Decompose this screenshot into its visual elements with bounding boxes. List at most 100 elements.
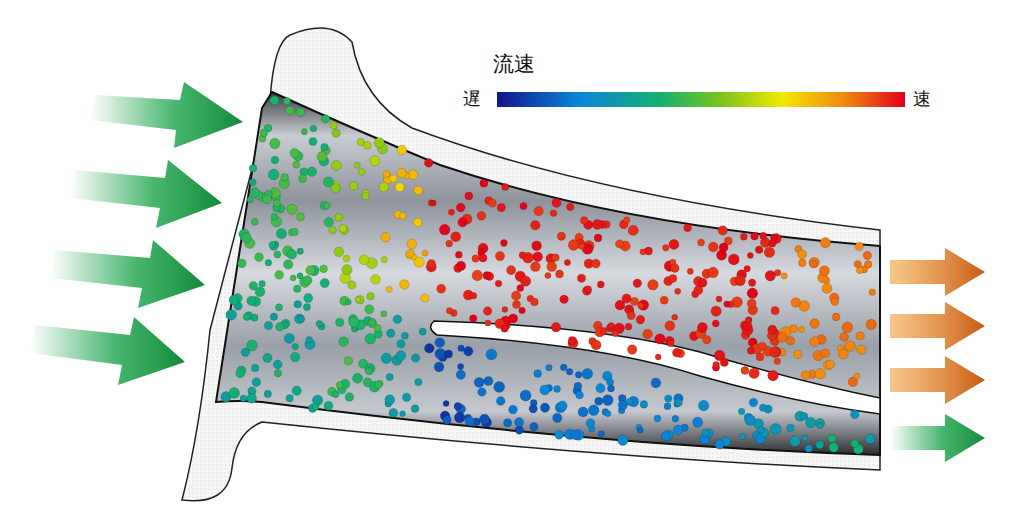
- flow-particle: [252, 378, 261, 387]
- flow-particle: [298, 316, 305, 323]
- flow-particle: [672, 314, 678, 320]
- flow-particle: [540, 403, 549, 412]
- flow-particle: [329, 226, 337, 234]
- flow-particle: [276, 229, 286, 239]
- flow-particle: [865, 434, 875, 444]
- flow-particle: [550, 210, 557, 217]
- flow-particle: [828, 434, 836, 442]
- flow-particle: [445, 350, 453, 358]
- flow-particle: [703, 335, 712, 344]
- flow-particle: [708, 242, 718, 252]
- flow-particle: [643, 329, 653, 339]
- flow-particle: [454, 402, 462, 410]
- flow-particle: [520, 276, 530, 286]
- flow-particle: [363, 378, 372, 387]
- flow-particle: [451, 232, 461, 242]
- flow-particle: [411, 354, 419, 362]
- flow-particle: [738, 408, 745, 415]
- flow-particle: [504, 419, 512, 427]
- flow-particle: [765, 271, 775, 281]
- flow-particle: [850, 410, 859, 419]
- flow-particle: [747, 288, 758, 299]
- flow-particle: [226, 309, 237, 320]
- flow-particle: [768, 325, 777, 334]
- flow-particle: [283, 98, 290, 105]
- flow-particle: [509, 405, 518, 414]
- flow-particle: [356, 296, 364, 304]
- flow-particle: [624, 217, 630, 223]
- flow-particle: [454, 412, 465, 423]
- flow-particle: [275, 304, 282, 311]
- flow-particle: [430, 200, 436, 206]
- flow-particle: [349, 317, 359, 327]
- flow-particle: [381, 311, 387, 317]
- flow-particle: [558, 401, 568, 411]
- flow-particle: [554, 385, 561, 392]
- flow-particle: [264, 322, 272, 330]
- flow-particle: [483, 272, 491, 280]
- flow-particle: [711, 306, 721, 316]
- flow-particle: [485, 320, 491, 326]
- flow-particle: [851, 440, 859, 448]
- flow-particle: [403, 393, 411, 401]
- flow-particle: [735, 275, 746, 286]
- flow-particle: [821, 349, 830, 358]
- flow-particle: [756, 353, 764, 361]
- flow-particle: [259, 280, 266, 287]
- flow-particle: [501, 240, 508, 247]
- flow-particle: [615, 240, 623, 248]
- flow-particle: [472, 255, 479, 262]
- flow-particle: [371, 275, 381, 285]
- flow-particle: [344, 357, 353, 366]
- flow-particle: [411, 405, 419, 413]
- flow-particle: [771, 307, 779, 315]
- flow-particle: [342, 265, 352, 275]
- flow-particle: [574, 382, 582, 390]
- flow-particle: [296, 108, 305, 117]
- flow-particle: [456, 370, 465, 379]
- flow-particle: [339, 225, 347, 233]
- flow-particle: [831, 298, 839, 306]
- flow-particle: [605, 411, 611, 417]
- flow-particle: [255, 253, 264, 262]
- flow-particle: [809, 257, 819, 267]
- flow-particle: [829, 443, 839, 453]
- flow-particle: [568, 337, 576, 345]
- flow-particle: [672, 415, 679, 422]
- flow-particle: [339, 337, 349, 347]
- flow-particle: [270, 138, 280, 148]
- flow-particle: [435, 338, 445, 348]
- flow-particle: [229, 295, 239, 305]
- flow-particle: [243, 313, 250, 320]
- flow-particle: [251, 218, 258, 225]
- flow-particle: [764, 247, 775, 258]
- flow-particle: [324, 401, 333, 410]
- flow-particle: [708, 267, 719, 278]
- flow-particle: [552, 198, 561, 207]
- flow-particle: [286, 395, 293, 402]
- flow-particle: [607, 379, 614, 386]
- flow-particle: [810, 337, 820, 347]
- flow-particle: [840, 332, 849, 341]
- flow-particle: [770, 347, 781, 358]
- flow-particle: [285, 106, 294, 115]
- flow-particle: [594, 234, 602, 242]
- flow-particle: [354, 162, 360, 168]
- flow-particle: [494, 381, 505, 392]
- flow-particle: [303, 304, 310, 311]
- flow-particle: [470, 315, 477, 322]
- flow-particle: [479, 414, 489, 424]
- flow-particle: [636, 315, 645, 324]
- flow-particle: [560, 364, 567, 371]
- flow-particle: [358, 169, 365, 176]
- flow-particle: [414, 186, 423, 195]
- flow-particle: [448, 209, 454, 215]
- flow-particle: [520, 390, 531, 401]
- flow-particle: [379, 182, 389, 192]
- flow-particle: [673, 425, 683, 435]
- flow-particle: [585, 286, 592, 293]
- flow-particle: [663, 245, 670, 252]
- flow-particle: [381, 256, 387, 262]
- flow-particle: [396, 351, 406, 361]
